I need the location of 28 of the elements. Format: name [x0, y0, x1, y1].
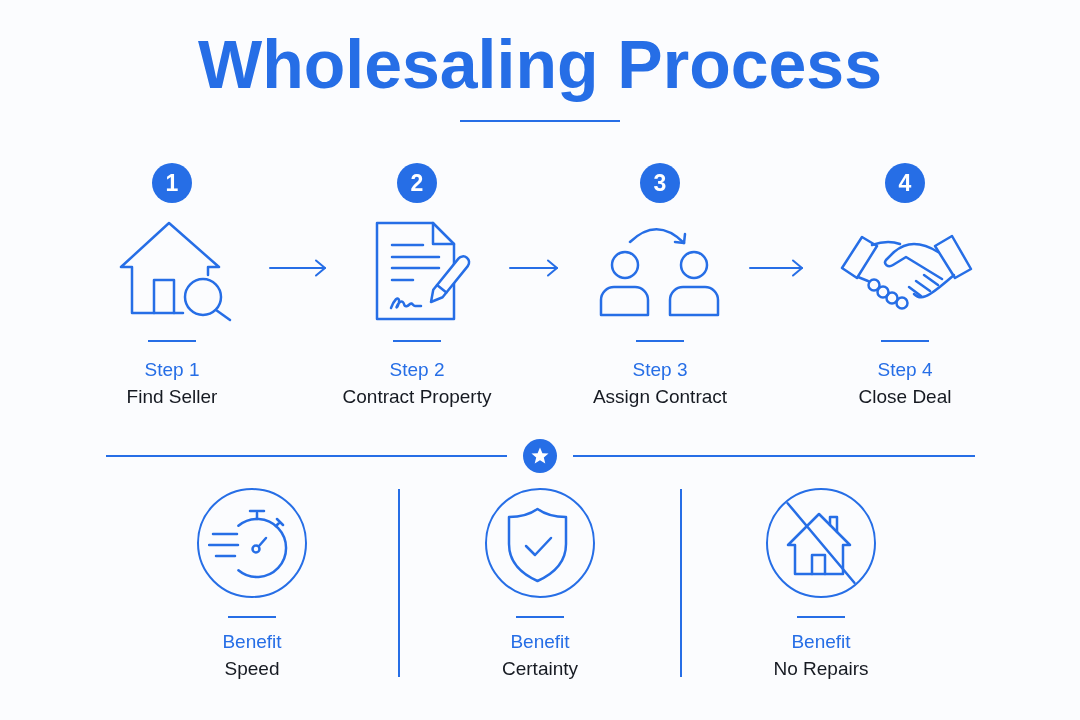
people-transfer-icon	[598, 226, 722, 318]
benefit-circle	[197, 488, 307, 598]
benefit-circle	[766, 488, 876, 598]
arrow	[509, 259, 558, 277]
number-badge: 2	[397, 163, 437, 203]
benefit-title: No Repairs	[773, 657, 869, 681]
benefit-title: Speed	[224, 657, 280, 681]
step-title: Contract Property	[342, 385, 492, 409]
title: Wholesaling Process	[198, 25, 882, 104]
number-badge: 4	[885, 163, 925, 203]
step-title: Assign Contract	[592, 385, 728, 409]
house-search-icon	[118, 220, 234, 322]
benefit-title: Certainty	[502, 657, 578, 681]
step-title: Find Seller	[126, 385, 218, 409]
step-label: Step 2	[389, 358, 445, 382]
benefit-circle	[485, 488, 595, 598]
benefit-label: Benefit	[222, 630, 282, 654]
number-badge: 3	[640, 163, 680, 203]
step-label: Step 3	[632, 358, 688, 382]
arrow	[269, 259, 326, 277]
handshake-icon	[838, 233, 974, 313]
arrow	[749, 259, 803, 277]
step-label: Step 1	[144, 358, 200, 382]
benefit-label: Benefit	[791, 630, 851, 654]
benefit-label: Benefit	[510, 630, 570, 654]
number-badge: 1	[152, 163, 192, 203]
step-title: Close Deal	[858, 385, 952, 409]
step-label: Step 4	[877, 358, 933, 382]
